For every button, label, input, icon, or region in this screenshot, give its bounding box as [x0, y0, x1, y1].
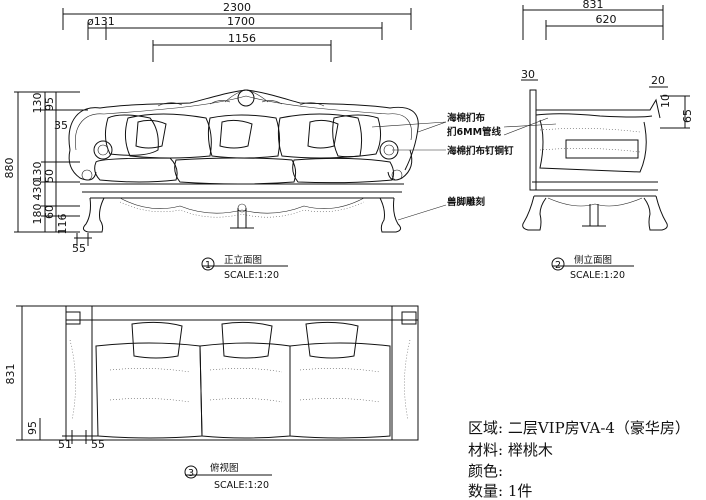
note-copper-nails: 海棉扪布钉铜钉	[447, 145, 514, 157]
dim-plan-95: 95	[26, 421, 39, 435]
dim-h-50: 50	[43, 169, 56, 183]
view2-title: 侧立面图	[574, 254, 612, 266]
dim-front-seat: 1700	[227, 15, 255, 28]
dim-h-430: 430	[31, 180, 44, 201]
dim-plan-51: 51	[58, 438, 72, 451]
dim-plan-55: 55	[91, 438, 105, 451]
view3-num: 3	[188, 468, 194, 479]
dim-h-95: 95	[43, 97, 56, 111]
dim-h-130-top: 130	[31, 93, 44, 114]
dim-h-130: 130	[31, 162, 44, 183]
dim-h-60: 60	[43, 205, 56, 219]
dim-h-180: 180	[31, 204, 44, 225]
dim-side-seat: 620	[596, 13, 617, 26]
dim-front-arm: ø131	[87, 15, 115, 28]
info-color: 颜色:	[468, 462, 503, 480]
info-quantity: 数量: 1件	[468, 482, 532, 500]
front-elevation: 2300 ø131 1700 1156 880 130 430 130 180 …	[3, 1, 447, 255]
info-area: 区域: 二层VIP房VA-4（豪华房）	[468, 419, 690, 437]
dim-plan-depth: 831	[4, 364, 17, 385]
view2-scale: SCALE:1:20	[570, 270, 625, 281]
note-piping: 扪6MM管线	[447, 126, 502, 138]
dim-front-55: 55	[72, 242, 86, 255]
dim-h-35: 35	[54, 119, 68, 132]
note-beast-leg: 兽脚雕刻	[447, 196, 485, 208]
view1-scale: SCALE:1:20	[224, 270, 279, 281]
view3-scale: SCALE:1:20	[214, 480, 269, 491]
view3-title: 俯视图	[210, 462, 239, 474]
dim-side-10: 10	[659, 94, 672, 108]
info-material: 材料: 榉桃木	[468, 441, 553, 459]
caption-plan: 3 俯视图 SCALE:1:20	[184, 462, 272, 491]
dim-h-116: 116	[56, 214, 69, 235]
plan-view: 831 95 51 55	[4, 305, 419, 451]
dim-front-total: 2300	[223, 1, 251, 14]
view1-title: 正立面图	[224, 254, 262, 266]
dim-front-back: 1156	[228, 32, 256, 45]
side-elevation: 831 620 30 20 10 65	[503, 0, 694, 231]
dim-height-total: 880	[3, 158, 16, 179]
caption-front: 1 正立面图 SCALE:1:20	[201, 254, 288, 281]
dim-side-20: 20	[651, 74, 665, 87]
note-foam-fabric: 海棉扪布	[447, 112, 486, 124]
dim-side-65: 65	[681, 109, 694, 123]
caption-side: 2 侧立面图 SCALE:1:20	[551, 254, 634, 281]
dim-side-30: 30	[521, 68, 535, 81]
dim-side-total: 831	[583, 0, 604, 11]
